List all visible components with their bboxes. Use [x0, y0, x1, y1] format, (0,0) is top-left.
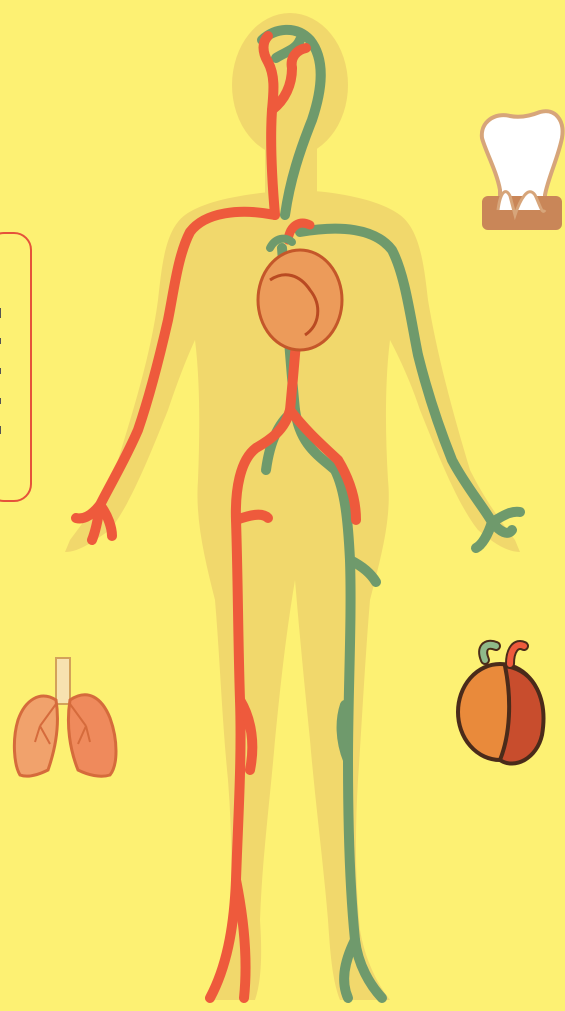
lungs-icon — [14, 658, 116, 776]
side-label-box — [0, 232, 32, 502]
tooth-icon — [482, 111, 563, 230]
heart-icon — [458, 645, 543, 764]
label-box-marks — [0, 308, 2, 438]
